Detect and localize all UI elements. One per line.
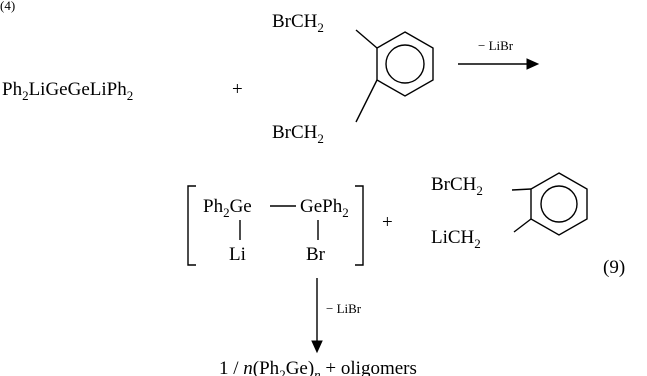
equation-number: (9) [603,257,625,278]
benzene-ring-2 [530,172,588,236]
bond-ring2-bottom [513,218,532,233]
corner-mark: (4) [0,0,15,13]
right-bracket [355,185,364,266]
left-bracket [187,185,196,266]
reactant2-bottom-group: BrCH2 [272,122,324,146]
arrow2-label: − LiBr [326,301,362,316]
reactant-digermane: Ph2LiGeGeLiPh2 [2,79,133,103]
bond-ring1-top [355,29,378,49]
arrow1-head [526,58,540,70]
coproduct-bottom-group: LiCH2 [431,227,481,251]
intermediate-li: Li [229,244,246,265]
bond-ring1-bottom [355,79,378,123]
arrow2-head [311,340,323,354]
benzene-ring-1 [376,31,434,97]
intermediate-right-ge: GePh2 [300,196,349,220]
bond-ring2-top [511,188,532,191]
plus-sign-1: + [232,79,243,100]
intermediate-br: Br [306,244,326,265]
arrow1-label: − LiBr [478,38,514,53]
plus-sign-2: + [382,212,393,233]
intermediate-left-ge: Ph2Ge [203,196,252,220]
reactant2-top-group: BrCH2 [272,11,324,35]
product-line: 1 / n(Ph2Ge)n + oligomers [219,358,417,376]
coproduct-top-group: BrCH2 [431,174,483,198]
